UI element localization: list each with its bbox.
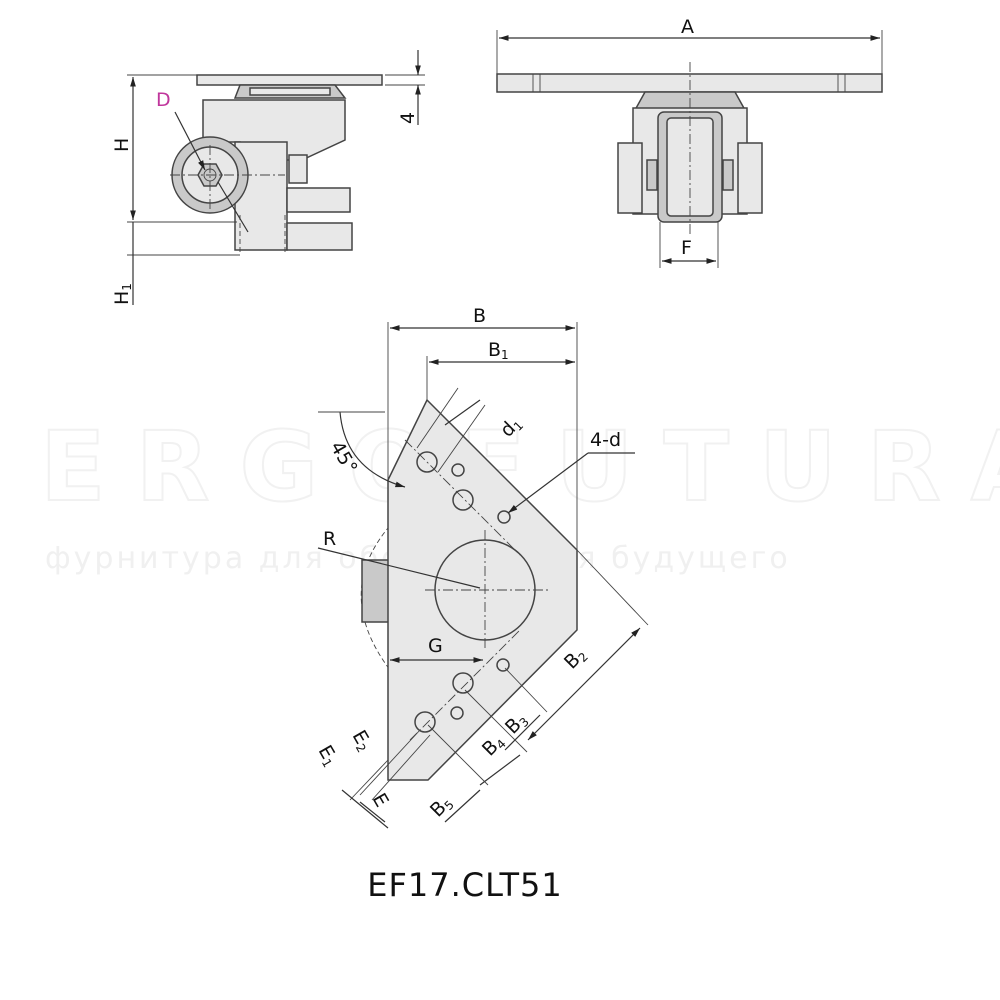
dim-f-label: F: [681, 237, 692, 259]
dim-d-leader: [174, 111, 206, 171]
dim-b5-ext: [427, 724, 489, 786]
dim-b2-ext: [576, 549, 649, 626]
dim-r-label: R: [323, 528, 336, 550]
dim-e2-label: E2: [347, 727, 377, 756]
plan-diag-lower: [409, 629, 521, 741]
dim-d1-line: [444, 399, 481, 426]
dim-e-ext-3: [349, 759, 389, 801]
dim-b-label: B: [473, 305, 486, 327]
dim-b2-line: [527, 627, 641, 741]
dim-d1-ext-2: [437, 404, 486, 473]
dim-angle-arc: [339, 411, 406, 488]
dim-4d-leader: [507, 452, 589, 514]
front-top-plate: [496, 73, 883, 93]
side-nut: [288, 154, 308, 184]
dim-4-label: 4: [397, 112, 419, 124]
plan-wheel-tab: [361, 559, 391, 623]
dim-e-ext-1: [359, 729, 421, 796]
hole-small-2: [497, 510, 511, 524]
dim-e-line: [359, 801, 386, 823]
dim-b3-ext: [504, 667, 548, 713]
hole-large-3: [452, 672, 474, 694]
dim-b4-line: [479, 754, 521, 786]
dim-e-label: E: [368, 790, 393, 811]
side-foot-upper: [286, 187, 351, 213]
dim-b5-label: B5: [426, 791, 457, 822]
dim-e1-label: E1: [313, 742, 343, 771]
hole-small-4: [450, 706, 464, 720]
front-bolt-left: [646, 159, 658, 191]
hole-small-1: [451, 463, 465, 477]
dim-b4-label: B4: [478, 730, 509, 761]
front-side-block-left: [617, 142, 643, 214]
dim-b3-label: B3: [501, 708, 532, 739]
dim-b4-ext: [464, 689, 528, 753]
dim-g-label: G: [428, 635, 443, 657]
dim-d-label: D: [156, 89, 171, 111]
dim-b5-line: [444, 789, 481, 823]
side-bearing-ring: [249, 87, 331, 96]
dim-r-leader: [317, 547, 481, 589]
side-top-plate: [196, 74, 383, 86]
hole-small-3: [496, 658, 510, 672]
dim-a-label: A: [681, 16, 694, 38]
front-view: A F: [496, 16, 883, 268]
dim-b1-label: B1: [488, 339, 509, 362]
side-foot-lower: [286, 222, 353, 251]
dim-h1-label: H1: [111, 283, 134, 305]
dim-d1-ext-1: [416, 387, 459, 449]
dim-d-leader-2: [217, 181, 249, 233]
dim-4d-label: 4-d: [590, 429, 621, 451]
model-code: EF17.CLT51: [367, 866, 563, 904]
side-view: H H1 4 D: [111, 50, 425, 305]
dim-e1-line: [341, 789, 389, 829]
hole-large-2: [452, 489, 474, 511]
front-side-block-right: [737, 142, 763, 214]
dim-b3-line: [504, 714, 541, 751]
front-bolt-right: [722, 159, 734, 191]
dim-h-label: H: [111, 138, 133, 152]
dim-e-ext-2: [371, 734, 431, 801]
dim-b2-label: B2: [560, 643, 591, 674]
plan-diag-upper: [404, 439, 521, 556]
